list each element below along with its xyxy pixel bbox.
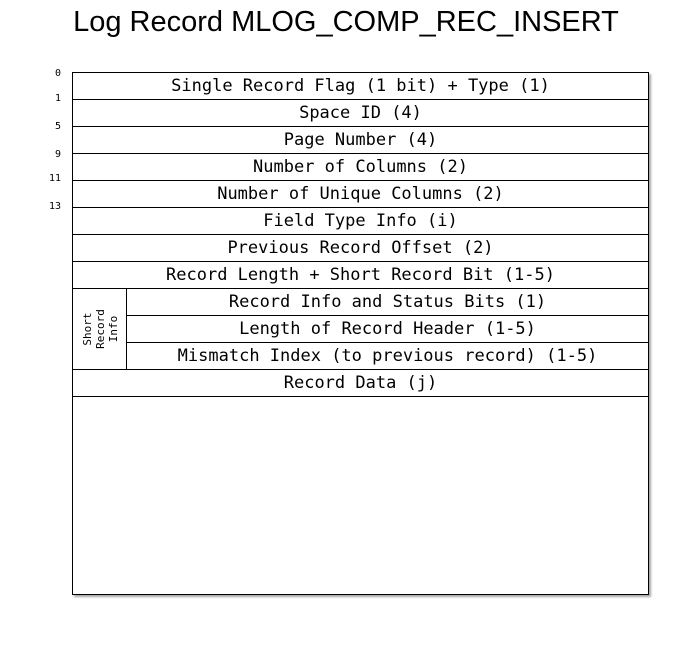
field-space-id: Space ID (4) bbox=[73, 100, 648, 127]
short-record-info-label: Short Record Info bbox=[81, 309, 120, 349]
diagram-title: Log Record MLOG_COMP_REC_INSERT bbox=[73, 6, 619, 38]
group-label-line: Record bbox=[94, 309, 107, 349]
field-record-data: Record Data (j) bbox=[73, 370, 648, 397]
offset-label: 0 bbox=[54, 68, 61, 79]
field-previous-record-offset: Previous Record Offset (2) bbox=[73, 235, 648, 262]
record-layout: Single Record Flag (1 bit) + Type (1) Sp… bbox=[72, 72, 649, 595]
offset-label: 5 bbox=[54, 121, 61, 132]
field-length-of-record-header: Length of Record Header (1-5) bbox=[127, 316, 648, 343]
offset-label: 13 bbox=[48, 201, 61, 212]
field-type-info: Field Type Info (i) bbox=[73, 208, 648, 235]
group-label-line: Info bbox=[107, 316, 120, 343]
field-number-of-columns: Number of Columns (2) bbox=[73, 154, 648, 181]
short-record-info-group: Short Record Info bbox=[73, 289, 127, 370]
field-record-info-status-bits: Record Info and Status Bits (1) bbox=[127, 289, 648, 316]
offset-label: 11 bbox=[48, 173, 61, 184]
field-number-of-unique-columns: Number of Unique Columns (2) bbox=[73, 181, 648, 208]
field-single-record-flag: Single Record Flag (1 bit) + Type (1) bbox=[73, 73, 648, 100]
offset-label: 1 bbox=[54, 93, 61, 104]
group-label-line: Short bbox=[81, 312, 94, 345]
field-record-length: Record Length + Short Record Bit (1-5) bbox=[73, 262, 648, 289]
field-mismatch-index: Mismatch Index (to previous record) (1-5… bbox=[127, 343, 648, 370]
field-page-number: Page Number (4) bbox=[73, 127, 648, 154]
offset-label: 9 bbox=[54, 149, 61, 160]
